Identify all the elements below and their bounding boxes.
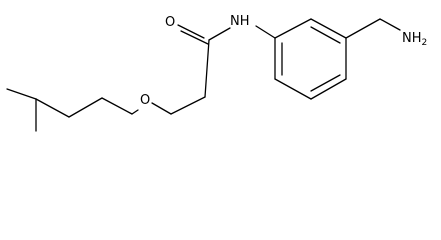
ring-double-1 [310,26,341,44]
bond-chain-2 [68,97,103,118]
bond-ch2-ch2 [170,96,206,115]
aminomethyl-group: NH2 [345,18,427,48]
propanoyl-chain [151,24,231,115]
ring-bond-5 [274,78,312,100]
bond-chain-1 [35,98,70,118]
benzene-ring [274,18,347,100]
ring-double-2 [310,74,341,92]
amine-nh-text: NH [402,31,422,46]
bond-chain-4 [131,109,139,115]
bond-carbonyl-double-b [180,30,209,45]
ring-bond-2 [310,18,347,39]
amine-subscript: 2 [422,38,428,48]
bond-ch2-n [379,18,401,31]
structure-canvas: O O NH NH2 [6,14,427,132]
bond-carbonyl-n [208,27,231,41]
bond-methyl-top [6,88,37,100]
bond-ring-ch2 [345,18,381,39]
ether-oxygen: O [140,93,150,108]
amine-nh2-label: NH2 [402,31,427,48]
amide-nh-label: NH [230,14,250,29]
bond-o-ch2 [151,102,172,115]
bond-carbonyl-double-a [177,24,205,39]
molecule-diagram: O O NH NH2 [6,14,427,132]
bond-n-ring [255,25,276,39]
bond-chain-3 [101,97,133,115]
ether-oxygen-label: O [140,93,150,108]
ring-bond-4 [310,78,347,100]
alkyl-chain [6,88,139,132]
carbonyl-oxygen-label: O [165,15,175,30]
bond-ch2-carbonyl [204,39,210,98]
ring-bond-1 [274,18,312,39]
